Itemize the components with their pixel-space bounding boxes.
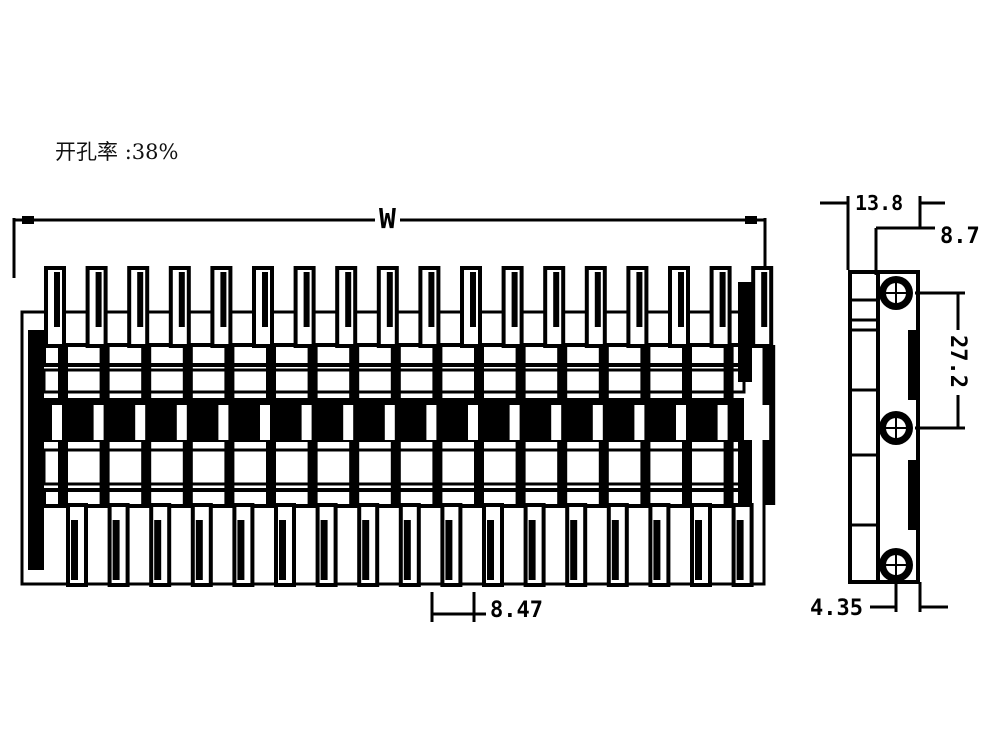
- tooth-web: [390, 345, 401, 505]
- tooth-web: [723, 345, 734, 505]
- pitch-dimension-label: 8.47: [490, 598, 543, 623]
- upper-tooth-fill: [137, 272, 144, 327]
- tooth-web: [307, 345, 318, 505]
- tooth-web: [432, 345, 443, 505]
- lower-tooth-fill: [403, 520, 411, 580]
- middle-rib: [759, 405, 770, 440]
- middle-rib: [135, 405, 146, 440]
- tooth-web: [182, 345, 193, 505]
- upper-tooth-fill: [761, 272, 768, 327]
- middle-rib: [551, 405, 562, 440]
- hinge-pitch-dimension-label: 27.2: [945, 335, 970, 388]
- upper-tooth-fill: [511, 272, 518, 327]
- upper-tooth-fill: [428, 272, 435, 327]
- middle-rib: [634, 405, 645, 440]
- side-rib-1: [908, 330, 916, 400]
- upper-tooth-fill: [386, 272, 393, 327]
- width-dimension-label: W: [375, 205, 400, 233]
- tooth-web: [682, 345, 692, 505]
- lower-tooth-fill: [237, 520, 245, 580]
- width-arrow-right: [745, 216, 757, 224]
- open-area-label: 开孔率: [55, 140, 118, 164]
- lower-tooth-fill: [653, 520, 661, 580]
- upper-tooth-fill: [636, 272, 643, 327]
- middle-rib: [301, 405, 312, 440]
- tooth-web: [99, 345, 110, 505]
- middle-rib: [592, 405, 603, 440]
- lower-tooth-fill: [320, 520, 328, 580]
- middle-rib: [93, 405, 104, 440]
- tooth-web: [598, 345, 609, 505]
- upper-tooth-fill: [303, 272, 310, 327]
- lower-tooth-fill: [154, 520, 162, 580]
- bottom-dimension-label: 4.35: [810, 596, 863, 621]
- lower-tooth-fill: [71, 520, 78, 580]
- right-edge-top: [738, 282, 752, 382]
- tooth-web: [557, 345, 568, 505]
- upper-tooth-fill: [553, 272, 560, 327]
- tooth-web: [515, 345, 526, 505]
- middle-rib: [260, 405, 270, 440]
- upper-tooth-fill: [262, 272, 268, 327]
- middle-rib: [52, 405, 62, 440]
- tooth-web: [349, 345, 360, 505]
- tooth-web: [474, 345, 484, 505]
- lower-tooth-fill: [611, 520, 619, 580]
- tooth-web: [266, 345, 276, 505]
- lower-tooth-fill: [279, 520, 286, 580]
- tooth-web: [640, 345, 651, 505]
- middle-rib: [676, 405, 686, 440]
- side-rib-2: [908, 460, 916, 530]
- offset-dimension-label: 8.7: [940, 224, 980, 249]
- tooth-web: [224, 345, 235, 505]
- thickness-dimension-label: 13.8: [855, 191, 904, 215]
- lower-tooth-fill: [736, 520, 744, 580]
- side-slot-3: [848, 453, 880, 527]
- upper-tooth-fill: [345, 272, 352, 327]
- upper-tooth-fill: [470, 272, 476, 327]
- lower-tooth-fill: [362, 520, 370, 580]
- tooth-web: [58, 345, 68, 505]
- lower-tooth-fill: [487, 520, 494, 580]
- open-area-ratio: 开孔率 :38%: [55, 136, 178, 166]
- upper-tooth-fill: [54, 272, 60, 327]
- lower-tooth-fill: [195, 520, 203, 580]
- middle-rib: [468, 405, 478, 440]
- middle-rib: [509, 405, 520, 440]
- middle-rib: [384, 405, 395, 440]
- upper-tooth-fill: [178, 272, 185, 327]
- middle-rib: [343, 405, 354, 440]
- upper-tooth-fill: [594, 272, 601, 327]
- middle-rib: [717, 405, 728, 440]
- middle-rib: [426, 405, 437, 440]
- upper-tooth-fill: [95, 272, 102, 327]
- tooth-web: [765, 345, 776, 505]
- side-slot-2: [848, 328, 880, 392]
- lower-tooth-fill: [445, 520, 453, 580]
- width-arrow-left: [22, 216, 34, 224]
- upper-tooth-fill: [719, 272, 726, 327]
- side-slot-1: [848, 298, 880, 322]
- upper-tooth-fill: [220, 272, 227, 327]
- open-area-value: :38%: [124, 140, 179, 164]
- middle-rib: [218, 405, 229, 440]
- lower-tooth-fill: [112, 520, 120, 580]
- lower-tooth-fill: [528, 520, 536, 580]
- upper-tooth-fill: [678, 272, 684, 327]
- lower-tooth-fill: [695, 520, 702, 580]
- tooth-web: [141, 345, 152, 505]
- left-edge-module: [28, 330, 44, 570]
- middle-rib: [176, 405, 187, 440]
- lower-tooth-fill: [570, 520, 578, 580]
